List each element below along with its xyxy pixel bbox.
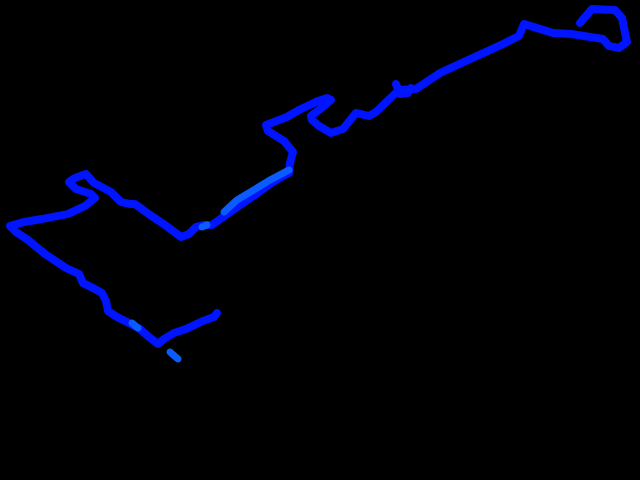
- highlight-segment-upper: [220, 166, 293, 216]
- main-track: [6, 5, 631, 348]
- track-layer: [6, 5, 631, 363]
- highlight-segment-middle: [198, 221, 211, 231]
- highlight-segment-end: [166, 348, 182, 363]
- highlight-segment-lower: [128, 319, 142, 332]
- loop-spur: [392, 80, 415, 98]
